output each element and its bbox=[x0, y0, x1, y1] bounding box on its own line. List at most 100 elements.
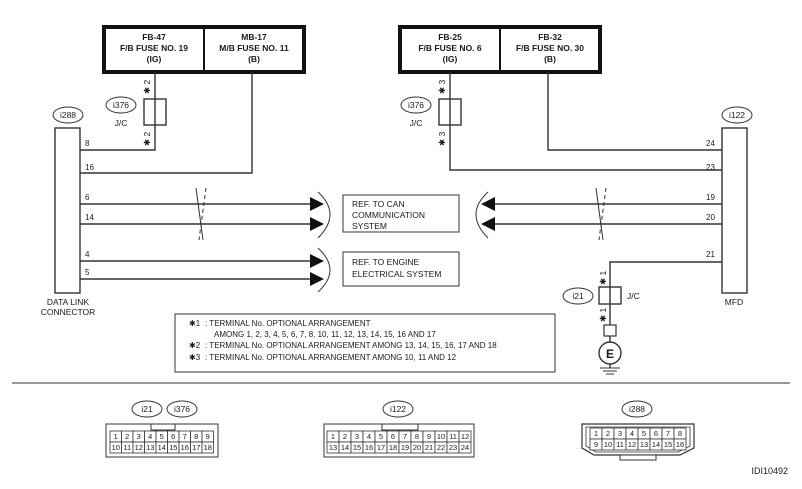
face-a-pin-number: 6 bbox=[171, 432, 175, 441]
note3-mark: ✱3 bbox=[189, 353, 201, 362]
data-link-label-2: CONNECTOR bbox=[41, 307, 96, 317]
face-c-pin-number: 6 bbox=[654, 429, 658, 438]
face-b-pin-number: 11 bbox=[449, 432, 457, 441]
star1-mark-top: ✱ 1 bbox=[598, 271, 608, 285]
connector-label-i376-right: i376 bbox=[408, 100, 424, 110]
ref-can-line2: COMMUNICATION bbox=[352, 210, 425, 220]
face-a-pin-number: 10 bbox=[112, 443, 120, 452]
connector-label-i21: i21 bbox=[572, 291, 584, 301]
face-a-pin-number: 17 bbox=[192, 443, 200, 452]
face-a-pin-number: 3 bbox=[137, 432, 141, 441]
face-c-pin-number: 16 bbox=[676, 440, 684, 449]
mfd-connector: i122 MFD bbox=[721, 106, 753, 307]
note2-mark: ✱2 bbox=[189, 341, 201, 350]
pin-right-23: 23 bbox=[706, 163, 715, 172]
face-b-pin-number: 9 bbox=[427, 432, 431, 441]
ref-can-line1: REF. TO CAN bbox=[352, 199, 405, 209]
left-data-wires bbox=[80, 187, 331, 293]
face-b-pin-number: 20 bbox=[413, 443, 421, 452]
connector-label-i376-left: i376 bbox=[113, 100, 129, 110]
notes-box: ✱1 : TERMINAL No. OPTIONAL ARRANGEMENT A… bbox=[174, 313, 556, 373]
connector-label-i122: i122 bbox=[729, 110, 745, 120]
face-b-pin-number: 14 bbox=[341, 443, 349, 452]
star2-mark-top: ✱ 2 bbox=[142, 80, 152, 94]
face-b-pin-number: 7 bbox=[403, 432, 407, 441]
fuse-group-left: FB-47 F/B FUSE NO. 19 (IG) MB-17 M/B FUS… bbox=[102, 25, 306, 74]
face-c-cell bbox=[673, 438, 687, 451]
face-c-pin-number: 10 bbox=[604, 440, 612, 449]
face-a-pin-number: 16 bbox=[181, 443, 189, 452]
face-a-pin-number: 2 bbox=[125, 432, 129, 441]
fuse-fb47-type: (IG) bbox=[147, 54, 162, 64]
ref-engine-line1: REF. TO ENGINE bbox=[352, 257, 420, 267]
note1-text2: AMONG 1, 2, 3, 4, 5, 6, 7, 8, 10, 11, 12… bbox=[214, 330, 436, 339]
face-c-pin-number: 3 bbox=[618, 429, 622, 438]
pin-right-21: 21 bbox=[706, 250, 715, 259]
jc-label-left: J/C bbox=[115, 118, 128, 128]
ground-path: E i21 J/C ✱ 1 ✱ 1 bbox=[562, 261, 722, 375]
pin-right-19: 19 bbox=[706, 193, 715, 202]
mfd-label: MFD bbox=[725, 297, 743, 307]
star3-mark-top: ✱ 3 bbox=[437, 80, 447, 94]
ref-can-line3: SYSTEM bbox=[352, 221, 387, 231]
face-b-pin-number: 22 bbox=[437, 443, 445, 452]
face-a-pin-number: 15 bbox=[169, 443, 177, 452]
face-c-pin-number: 15 bbox=[664, 440, 672, 449]
ref-engine-box: REF. TO ENGINE ELECTRICAL SYSTEM bbox=[342, 251, 460, 287]
fuse-fb47-name: F/B FUSE NO. 19 bbox=[120, 43, 188, 53]
fuse-mb17-name: M/B FUSE NO. 11 bbox=[219, 43, 289, 53]
pin-right-24: 24 bbox=[706, 139, 715, 148]
fuse-fb25-type: (IG) bbox=[443, 54, 458, 64]
jc-i376-right: i376 J/C ✱ 3 ✱ 3 bbox=[400, 80, 447, 146]
face-b-pin-number: 21 bbox=[425, 443, 433, 452]
face-a-pin-number: 8 bbox=[194, 432, 198, 441]
pin-left-16: 16 bbox=[85, 163, 94, 172]
ref-engine-line2: ELECTRICAL SYSTEM bbox=[352, 269, 441, 279]
face-a-pin-number: 5 bbox=[160, 432, 164, 441]
jc-label-ground: J/C bbox=[627, 291, 640, 301]
fuse-mb17-id: MB-17 bbox=[241, 32, 267, 42]
face-a-pin-number: 18 bbox=[204, 443, 212, 452]
face-b-pin-number: 18 bbox=[389, 443, 397, 452]
face-a-pin-number: 14 bbox=[158, 443, 166, 452]
star2-mark-bottom: ✱ 2 bbox=[142, 132, 152, 146]
face-c-pin-number: 12 bbox=[628, 440, 636, 449]
star1-mark-bottom: ✱ 1 bbox=[598, 308, 608, 322]
fuse-fb47-id: FB-47 bbox=[142, 32, 166, 42]
face-b-pin-number: 8 bbox=[415, 432, 419, 441]
star3-mark-bottom: ✱ 3 bbox=[437, 132, 447, 146]
face-c-pin-number: 7 bbox=[666, 429, 670, 438]
face-b-pin-number: 3 bbox=[355, 432, 359, 441]
face-b-pin-number: 10 bbox=[437, 432, 445, 441]
face-c-pin-number: 14 bbox=[652, 440, 660, 449]
fuse-fb25-name: F/B FUSE NO. 6 bbox=[418, 43, 482, 53]
face-label-i288: i288 bbox=[629, 404, 645, 414]
face-b-pin-number: 1 bbox=[331, 432, 335, 441]
face-label-i122: i122 bbox=[390, 404, 406, 414]
face-b-pin-number: 15 bbox=[353, 443, 361, 452]
right-power-wires bbox=[438, 72, 722, 171]
pin-left-5: 5 bbox=[85, 268, 90, 277]
ground-label: E bbox=[606, 347, 614, 361]
face-label-i376: i376 bbox=[174, 404, 190, 414]
face-b-pin-number: 23 bbox=[449, 443, 457, 452]
face-c-pin-number: 5 bbox=[642, 429, 646, 438]
connector-label-i288: i288 bbox=[60, 110, 76, 120]
pin-left-6: 6 bbox=[85, 193, 90, 202]
face-a-pin-number: 11 bbox=[123, 443, 131, 452]
jc-label-right: J/C bbox=[410, 118, 423, 128]
face-b-pin-number: 16 bbox=[365, 443, 373, 452]
fuse-group-right: FB-25 F/B FUSE NO. 6 (IG) FB-32 F/B FUSE… bbox=[398, 25, 602, 74]
data-link-connector: i288 DATA LINK CONNECTOR bbox=[41, 106, 96, 317]
face-b-pin-number: 5 bbox=[379, 432, 383, 441]
face-a-pin-number: 13 bbox=[146, 443, 154, 452]
face-c-pin-number: 2 bbox=[606, 429, 610, 438]
fuse-fb25-id: FB-25 bbox=[438, 32, 462, 42]
face-a-pin-number: 12 bbox=[135, 443, 143, 452]
pin-right-20: 20 bbox=[706, 213, 715, 222]
face-a-pin-number: 4 bbox=[148, 432, 152, 441]
face-b-pin-number: 6 bbox=[391, 432, 395, 441]
face-c-pin-number: 11 bbox=[616, 440, 624, 449]
face-c-pin-number: 1 bbox=[594, 429, 598, 438]
